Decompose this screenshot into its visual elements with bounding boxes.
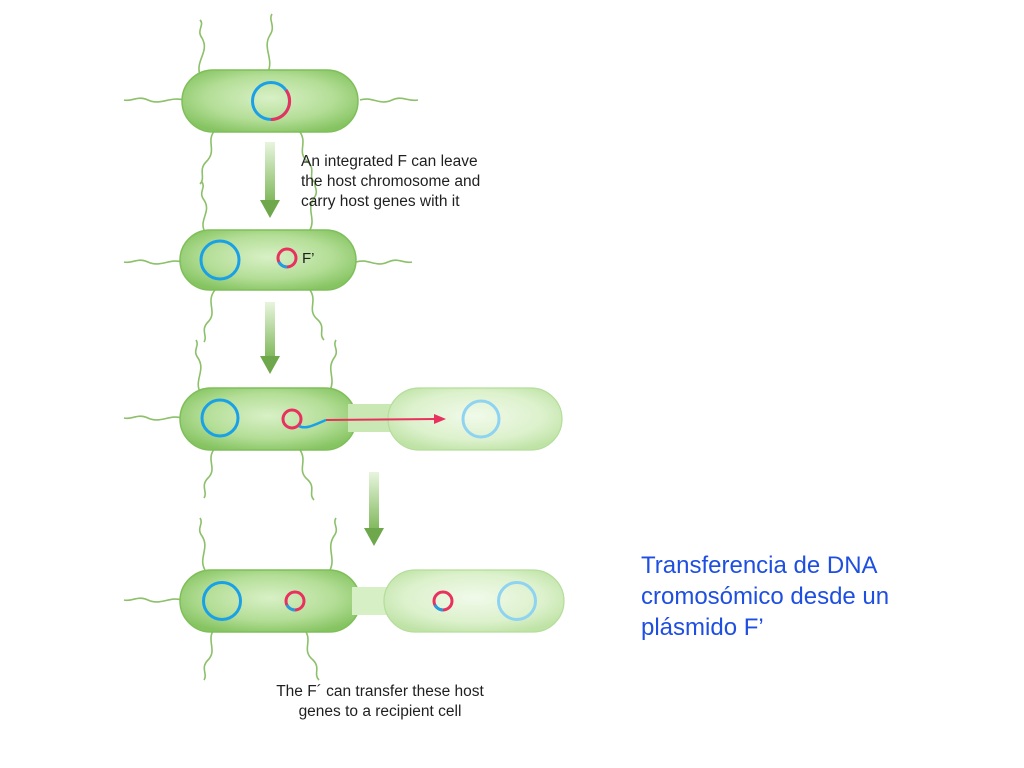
caption-top-line: An integrated F can leave (301, 153, 478, 170)
donor-cell-integrated (123, 13, 419, 185)
step-arrow-3 (364, 472, 384, 546)
chromosome-icon (199, 239, 241, 281)
step-arrow-2 (260, 302, 280, 374)
title-line: Transferencia de DNA (641, 552, 878, 579)
recipient-chromosome-icon (497, 581, 537, 621)
conjugating-pair-transfer (123, 339, 563, 501)
integrated-f-segment (270, 89, 292, 122)
conjugating-pair-result (123, 517, 565, 681)
step-arrow-1 (260, 142, 280, 218)
f-prime-plasmid-icon (281, 408, 303, 430)
chromosome-icon (202, 581, 242, 621)
caption-bottom-line: The F´ can transfer these host (276, 683, 484, 700)
transfer-arrow (325, 418, 437, 421)
caption-bottom: The F´ can transfer these host genes to … (230, 682, 530, 722)
title-line: cromosómico desde un (641, 583, 890, 610)
f-prime-label: F’ (302, 250, 315, 267)
chromosome-icon (200, 398, 240, 438)
caption-top-line: carry host genes with it (301, 193, 460, 210)
caption-top-line: the host chromosome and (301, 173, 481, 190)
slide-title: Transferencia de DNA cromosómico desde u… (641, 550, 889, 643)
caption-top: An integrated F can leave the host chrom… (301, 152, 480, 212)
donor-cell-f-prime: F’ (123, 179, 413, 343)
caption-bottom-line: genes to a recipient cell (298, 703, 462, 720)
title-line: plásmido F’ (641, 614, 764, 641)
recipient-chromosome-icon (461, 399, 501, 439)
